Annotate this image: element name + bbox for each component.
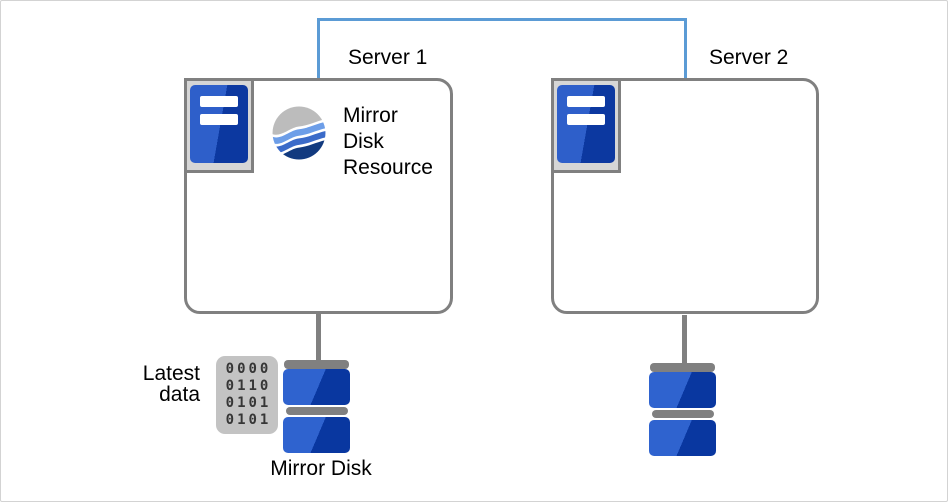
disk-platter-icon <box>283 369 350 405</box>
latest-data-icon: 0000 0110 0101 0101 <box>216 356 278 434</box>
binary-row: 0101 <box>225 395 272 411</box>
latest-data-line: Latest <box>142 362 200 385</box>
server1-icon <box>184 78 254 173</box>
latest-data-label: Latest data <box>98 363 200 405</box>
tower-slot <box>567 96 605 107</box>
binary-row: 0110 <box>225 378 272 394</box>
binary-row: 0000 <box>225 361 272 377</box>
disk-platter-icon <box>283 417 350 453</box>
resource-label-line: Disk <box>343 130 384 153</box>
mirror-disk-resource-label: Mirror Disk Resource <box>343 103 433 181</box>
server2-mirror-disk-stack <box>649 363 716 456</box>
tower-slot <box>200 114 238 125</box>
server-tower-icon <box>557 85 615 163</box>
interconnect-line-server1 <box>317 18 320 78</box>
server2-label: Server 2 <box>709 46 789 69</box>
resource-label-line: Mirror <box>343 104 398 127</box>
server-tower-icon <box>190 85 248 163</box>
interconnect-line-horizontal <box>317 18 687 21</box>
server1-disk-connector <box>316 312 321 360</box>
disk-bar-icon <box>650 363 715 372</box>
disk-platter-icon <box>649 372 716 408</box>
server1-mirror-disk-stack <box>283 360 350 453</box>
disk-bar-icon <box>284 360 349 369</box>
interconnect-line-server2 <box>684 18 687 78</box>
server2-icon <box>551 78 621 173</box>
server2-disk-connector <box>682 315 687 363</box>
disk-bar-icon <box>651 410 714 418</box>
server1-label: Server 1 <box>348 46 428 69</box>
disk-bar-icon <box>285 407 348 415</box>
binary-row: 0101 <box>225 412 272 428</box>
disk-platter-icon <box>649 420 716 456</box>
mirror-disk-label: Mirror Disk <box>270 457 372 480</box>
mirror-disk-resource-icon <box>272 106 326 160</box>
tower-slot <box>200 96 238 107</box>
resource-label-line: Resource <box>343 156 433 179</box>
tower-slot <box>567 114 605 125</box>
latest-data-line: data <box>159 383 200 406</box>
